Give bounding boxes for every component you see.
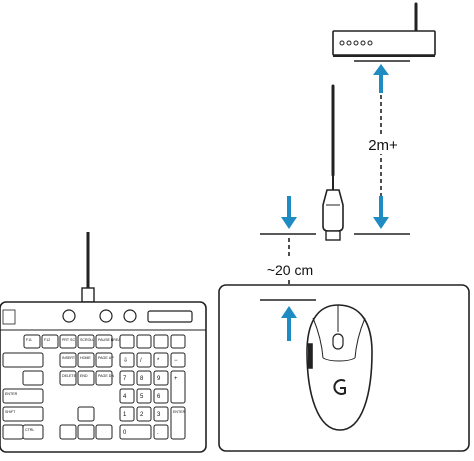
- key-f11: [23, 334, 41, 349]
- key-bracket: [22, 370, 44, 386]
- key-label-insert: INSERT: [62, 356, 76, 360]
- key-label-delete: DELETE: [62, 374, 77, 378]
- key-media-mute: [170, 334, 186, 349]
- key-numpad-enter: [170, 406, 186, 440]
- key-n2: [136, 406, 152, 422]
- key-minus: [170, 352, 186, 368]
- key-label-pgdn: PAGE DN: [98, 374, 114, 378]
- key-arrow-up: [77, 406, 95, 422]
- key-label-n4: 4: [123, 394, 127, 400]
- key-label-minus: −: [174, 358, 178, 364]
- key-label-pause: PAUSE BREAK: [98, 338, 124, 342]
- key-label-end: END: [80, 374, 88, 378]
- key-label-star: *: [157, 358, 160, 364]
- key-arrow-right: [95, 424, 113, 440]
- mouse-icon: [306, 304, 373, 431]
- key-f12: [41, 334, 59, 349]
- key-n0: [119, 424, 152, 440]
- usb-plug-icon: [325, 230, 341, 241]
- key-label-plus: +: [174, 376, 178, 382]
- key-n3: [153, 406, 169, 422]
- key-n8: [136, 370, 152, 386]
- key-label-scroll: SCROLL LOCK: [80, 338, 106, 342]
- key-shift: [2, 406, 44, 422]
- key-backspace: [2, 352, 44, 368]
- arrow-up-top-icon: [373, 64, 389, 93]
- key-prtsc: [59, 334, 77, 349]
- arrow-down-right-icon: [373, 196, 389, 229]
- key-star: [153, 352, 169, 368]
- key-n9: [153, 370, 169, 386]
- usb-extender-icon: [322, 84, 344, 241]
- key-label-n7: 7: [123, 376, 127, 382]
- key-home: [77, 352, 95, 368]
- key-scroll: [77, 334, 95, 349]
- key-pause: [95, 334, 113, 349]
- key-media-play: [136, 334, 152, 349]
- key-label-n9: 9: [157, 376, 161, 382]
- key-numlock: [119, 352, 135, 368]
- key-arrow-down: [77, 424, 95, 440]
- key-n4: [119, 388, 135, 404]
- key-media-next: [153, 334, 169, 349]
- key-n7: [119, 370, 135, 386]
- key-label-home: HOME: [80, 356, 91, 360]
- long-label-bg: [362, 134, 400, 154]
- key-label-n0: 0: [123, 430, 127, 436]
- key-label-ctrl: CTRL: [25, 428, 34, 432]
- key-label-pgup: PAGE UP: [98, 356, 114, 360]
- logitech-g-logo-icon: [333, 379, 346, 395]
- key-dot: [153, 424, 169, 440]
- key-label-numpad-enter: ENTER: [173, 410, 186, 414]
- key-label-f12: F12: [44, 338, 50, 342]
- key-label-n5: 5: [140, 394, 144, 400]
- key-pgdn: [95, 370, 113, 386]
- keyboard-cable-plug: [81, 287, 95, 303]
- key-pgup: [95, 352, 113, 368]
- key-label-prtsc: PRT SC: [62, 338, 75, 342]
- key-label-numlock: ⇩: [123, 357, 128, 364]
- key-label-f11: F11: [26, 338, 32, 342]
- distance-short-label: ~20 cm: [267, 262, 313, 278]
- key-label-n2: 2: [140, 412, 144, 418]
- key-slash: [136, 352, 152, 368]
- key-label-dot: .: [157, 430, 159, 436]
- key-label-slash: /: [140, 358, 142, 364]
- key-ctrl: [22, 424, 44, 440]
- key-delete: [59, 370, 77, 386]
- key-label-shift: SHIFT: [5, 410, 16, 414]
- key-label-n3: 3: [157, 412, 161, 418]
- distance-long-label: 2m+: [368, 137, 398, 154]
- key-label-n1: 1: [123, 412, 127, 418]
- arrow-down-left-icon: [281, 196, 297, 229]
- key-n5: [136, 388, 152, 404]
- key-label-enter: ENTER: [5, 392, 18, 396]
- key-label-n8: 8: [140, 376, 144, 382]
- key-plus: [170, 370, 186, 404]
- key-insert: [59, 352, 77, 368]
- key-end: [77, 370, 95, 386]
- short-label-bg: [262, 259, 318, 279]
- key-n6: [153, 388, 169, 404]
- key-label-n6: 6: [157, 394, 161, 400]
- receiver-icon: [332, 2, 436, 57]
- arrow-up-bottom-icon: [281, 306, 297, 341]
- key-n1: [119, 406, 135, 422]
- key-enter: [2, 388, 44, 404]
- key-arrow-left: [59, 424, 77, 440]
- key-fn: [2, 424, 24, 440]
- key-media-prev: [119, 334, 135, 349]
